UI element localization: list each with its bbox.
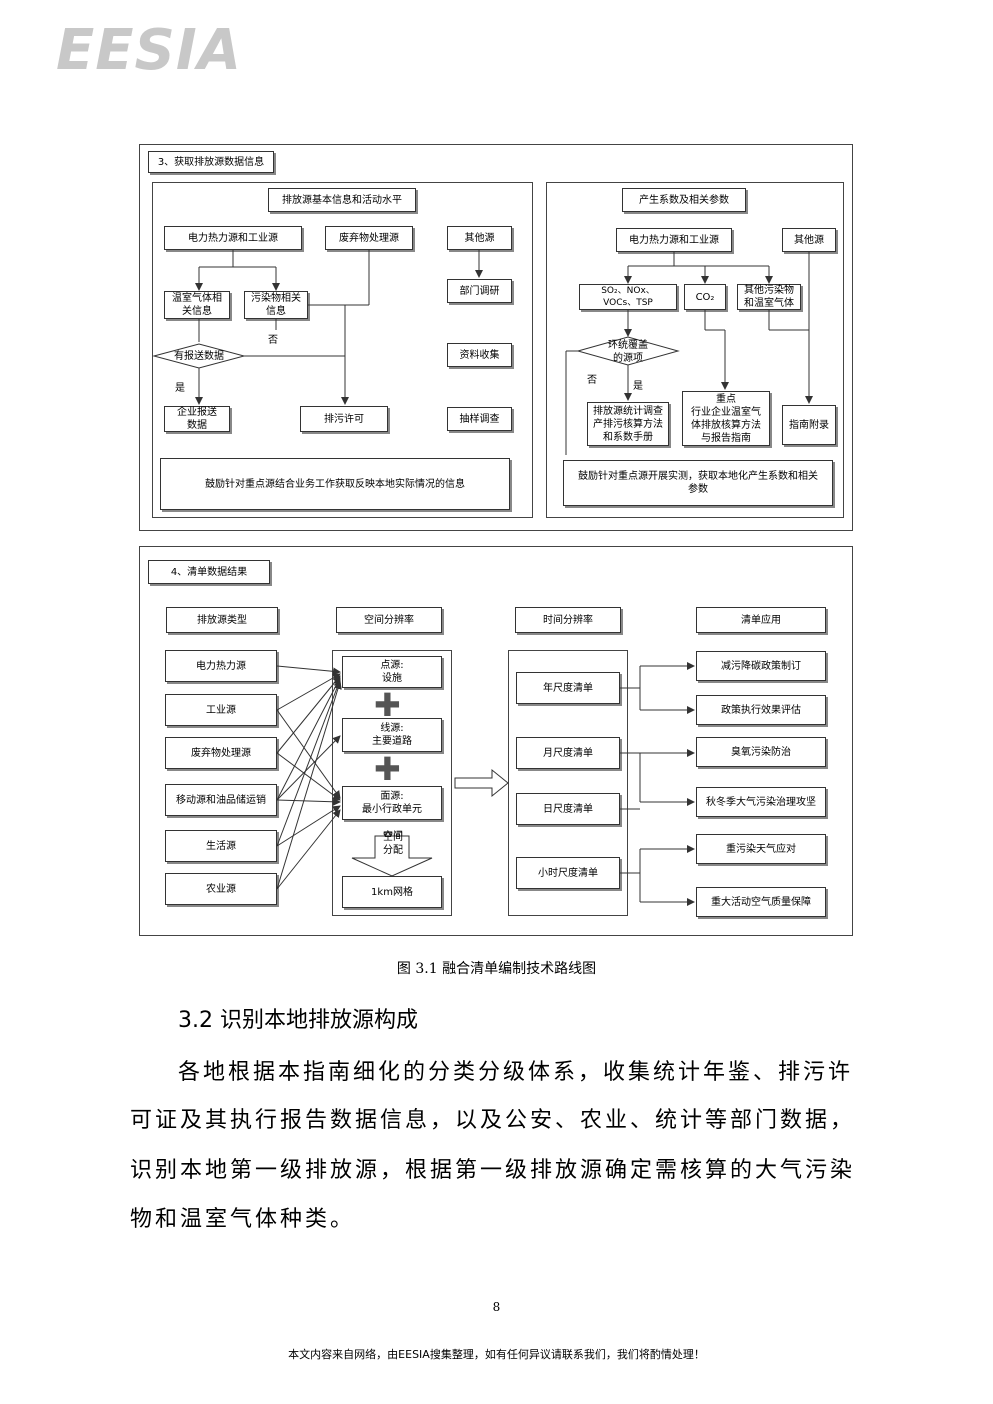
footer-disclaimer: 本文内容来自网络，由EESIA搜集整理，如有任何异议请联系我们，我们将酌情处理！ (288, 1348, 705, 1361)
temporal-item: 小时尺度清单 (516, 857, 620, 889)
right-yes-label: 是 (633, 381, 643, 392)
application-item: 重大活动空气质量保障 (696, 887, 826, 917)
paragraph-line: 可证及其执行报告数据信息，以及公安、农业、统计等部门数据， (130, 1108, 856, 1133)
figure-caption: 图 3.1 融合清单编制技术路线图 (396, 961, 597, 977)
basic-info-header: 排放源基本信息和活动水平 (268, 188, 416, 212)
application-item: 臭氧污染防治 (696, 737, 826, 767)
stats-survey-manual: 排放源统计调查 产排污核算方法 和系数手册 (587, 402, 669, 446)
section4-frame (139, 546, 853, 936)
dept-survey: 部门调研 (447, 279, 512, 303)
sample-survey: 抽样调查 (447, 407, 512, 431)
source-item: 移动源和油品储运销 (165, 784, 277, 816)
right-note: 鼓励针对重点源开展实测，获取本地化产生系数和相关 参数 (563, 460, 833, 506)
coefficient-header: 产生系数及相关参数 (622, 188, 746, 212)
application-item: 秋冬季大气污染治理攻坚 (696, 787, 826, 817)
application-item: 重污染天气应对 (696, 834, 826, 864)
no-label: 否 (268, 335, 278, 346)
left-decision: 有报送数据 (174, 350, 224, 362)
yes-label: 是 (175, 383, 185, 394)
so2-nox-vocs-tsp: SO₂、NOx、 VOCs、TSP (579, 284, 677, 310)
waste-source: 废弃物处理源 (325, 226, 413, 250)
paragraph-line: 物和温室气体种类。 (130, 1207, 356, 1232)
pollutant-info: 污染物相关 信息 (244, 291, 308, 319)
col-temporal: 时间分辨率 (515, 607, 621, 633)
other-source: 其他源 (447, 226, 512, 250)
ghg-info: 温室气体相 关信息 (164, 291, 230, 319)
left-note: 鼓励针对重点源结合业务工作获取反映本地实际情况的信息 (160, 458, 510, 510)
section-heading: 3.2 识别本地排放源构成 (178, 1008, 418, 1033)
source-item: 工业源 (165, 694, 277, 726)
right-power-industry-source: 电力热力源和工业源 (616, 228, 732, 252)
area-source: 面源: 最小行政单元 (342, 786, 442, 820)
right-decision: 环统覆盖 的源项 (608, 340, 648, 364)
paragraph-line: 识别本地第一级排放源，根据第一级排放源确定需核算的大气污染 (130, 1158, 856, 1183)
power-industry-source: 电力热力源和工业源 (164, 226, 302, 250)
guide-appendix: 指南附录 (782, 405, 836, 445)
source-item: 农业源 (165, 873, 277, 905)
spatial-frame (332, 650, 452, 916)
section3-frame (139, 144, 853, 531)
section4-title: 4、清单数据结果 (148, 560, 270, 584)
page-number: 8 (492, 1300, 501, 1314)
application-item: 减污降碳政策制订 (696, 651, 826, 681)
co2: CO₂ (684, 284, 726, 310)
source-item: 电力热力源 (165, 650, 277, 682)
source-item: 废弃物处理源 (165, 737, 277, 769)
temporal-item: 年尺度清单 (516, 672, 620, 704)
point-source: 点源: 设施 (342, 656, 442, 688)
eesia-logo: EESIA (56, 18, 243, 83)
paragraph-line: 各地根据本指南细化的分类分级体系，收集统计年鉴、排污许 (178, 1060, 854, 1085)
other-pollutants-ghg: 其他污染物 和温室气体 (737, 284, 801, 310)
right-no-label: 否 (587, 375, 597, 386)
right-other-source: 其他源 (782, 228, 836, 252)
plus-icon: ✚ (374, 750, 401, 788)
line-source: 线源: 主要道路 (342, 718, 442, 752)
application-item: 政策执行效果评估 (696, 695, 826, 725)
plus-icon: ✚ (374, 686, 401, 724)
temporal-item: 日尺度清单 (516, 793, 620, 825)
source-item: 生活源 (165, 830, 277, 862)
section3-title: 3、获取排放源数据信息 (148, 151, 274, 173)
col-spatial: 空间分辨率 (336, 607, 442, 633)
permit: 排污许可 (300, 406, 388, 432)
temporal-item: 月尺度清单 (516, 737, 620, 769)
key-industry-ghg-guide: 重点 行业企业温室气 体排放核算方法 与报告指南 (682, 391, 770, 446)
enterprise-data: 企业报送 数据 (164, 406, 230, 432)
section3-right-frame (546, 182, 844, 518)
section3-left-frame (152, 182, 533, 518)
spatial-allocation-overlay: 空间 分配 (383, 832, 403, 856)
col-application: 清单应用 (696, 607, 826, 633)
col-source-type: 排放源类型 (166, 607, 278, 633)
data-collection: 资料收集 (447, 343, 512, 367)
